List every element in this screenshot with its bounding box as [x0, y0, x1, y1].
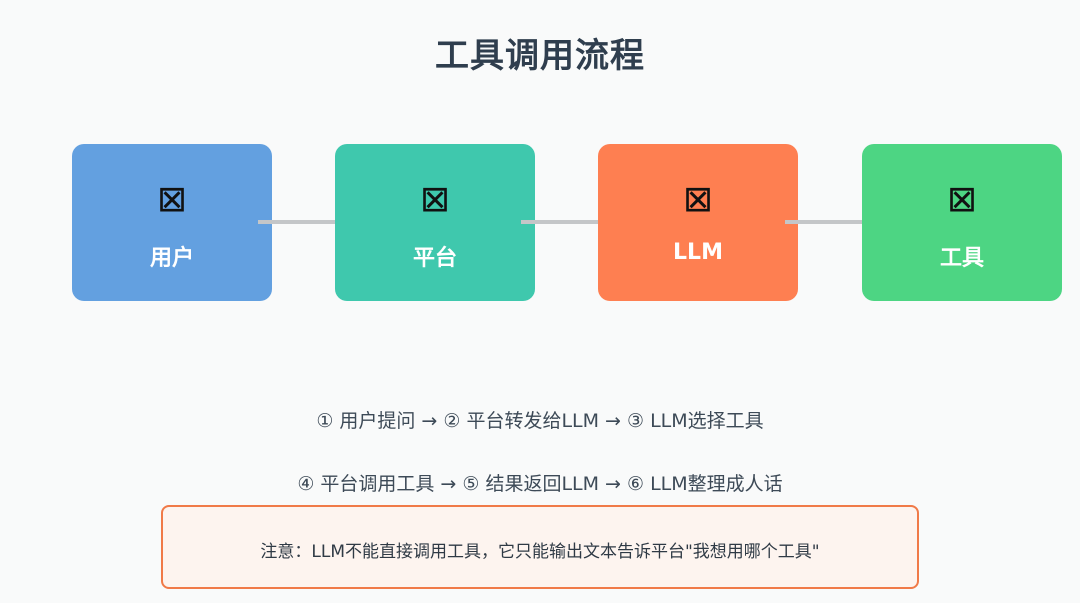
missing-image-icon: ⊠ — [682, 179, 714, 220]
arrow-llm-to-tool — [785, 217, 873, 227]
missing-image-icon: ⊠ — [419, 179, 451, 220]
diagram-title: 工具调用流程 — [435, 36, 645, 76]
arrow-user-to-platform — [258, 217, 346, 227]
node-label-llm: LLM — [673, 240, 723, 265]
node-platform: ⊠ 平台 — [335, 144, 535, 301]
node-label-tool: 工具 — [939, 246, 984, 271]
missing-image-icon: ⊠ — [946, 179, 978, 220]
note-text: 注意：LLM不能直接调用工具，它只能输出文本告诉平台"我想用哪个工具" — [260, 542, 820, 562]
steps-line-2: ④ 平台调用工具 → ⑤ 结果返回LLM → ⑥ LLM整理成人话 — [297, 473, 783, 495]
node-user: ⊠ 用户 — [72, 144, 272, 301]
node-tool: ⊠ 工具 — [862, 144, 1062, 301]
node-llm: ⊠ LLM — [598, 144, 798, 301]
arrow-platform-to-llm — [521, 217, 609, 227]
missing-image-icon: ⊠ — [156, 179, 188, 220]
node-label-platform: 平台 — [412, 246, 457, 271]
steps-line-1: ① 用户提问 → ② 平台转发给LLM → ③ LLM选择工具 — [316, 410, 764, 432]
node-label-user: 用户 — [149, 246, 194, 271]
note-box: 注意：LLM不能直接调用工具，它只能输出文本告诉平台"我想用哪个工具" — [161, 505, 919, 589]
